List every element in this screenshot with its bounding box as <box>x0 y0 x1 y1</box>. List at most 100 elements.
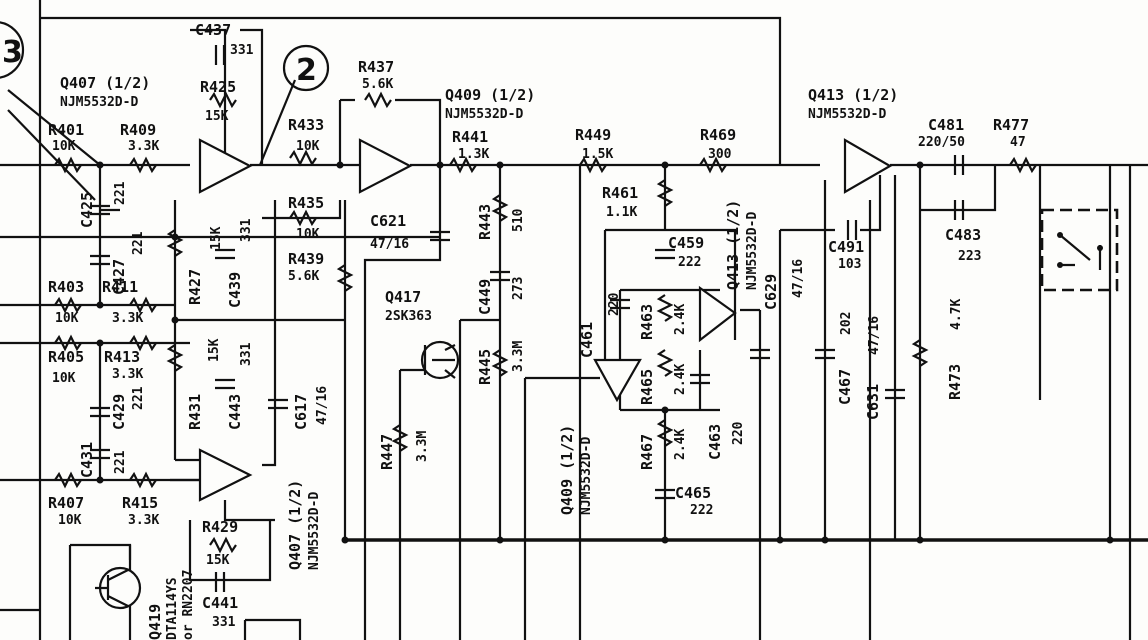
q419-name: Q419 <box>146 604 164 640</box>
c481-value: 220/50 <box>918 135 965 150</box>
c631-value: 47/16 <box>867 316 882 355</box>
q413-mid-part: NJM5532D-D <box>745 212 760 290</box>
transistor-symbols <box>95 340 460 610</box>
junctions <box>96 161 1114 544</box>
c441-ref: C441 <box>202 594 238 612</box>
r429-value: 15K <box>206 553 230 568</box>
r413-ref: R413 <box>104 348 140 366</box>
r411-ref: R411 <box>102 278 138 296</box>
q419-part: DTA114YS <box>165 577 180 640</box>
q409-top-name: Q409 (1/2) <box>445 86 535 104</box>
c437-ref: C437 <box>195 21 231 39</box>
r437-value: 5.6K <box>362 77 393 92</box>
q407-top-part: NJM5532D-D <box>60 95 138 110</box>
c467-value: 202 <box>839 312 854 335</box>
r463-value: 2.4K <box>673 304 688 335</box>
q409-bottom-part: NJM5532D-D <box>579 437 594 515</box>
c437-value: 331 <box>230 43 254 58</box>
marker-2: 2 <box>296 53 317 88</box>
r403-ref: R403 <box>48 278 84 296</box>
c463-ref: C463 <box>706 424 724 460</box>
r411-value: 3.3K <box>112 311 143 326</box>
c441-value: 331 <box>212 615 236 630</box>
r409-ref: R409 <box>120 121 156 139</box>
component-labels-vertical: C425 221 C427 221 C429 221 C431 221 R427… <box>78 181 964 478</box>
r447-ref: R447 <box>378 434 396 470</box>
r415-value: 3.3K <box>128 513 159 528</box>
r443-value: 510 <box>511 208 526 232</box>
r405-ref: R405 <box>48 348 84 366</box>
r431-ref: R431 <box>186 394 204 430</box>
c439-ref: C439 <box>226 272 244 308</box>
c463-value: 220 <box>731 421 746 445</box>
c467-ref: C467 <box>836 369 854 405</box>
r409-value: 3.3K <box>128 139 159 154</box>
r449-value: 1.5K <box>582 147 613 162</box>
c449-value: 273 <box>511 277 526 300</box>
r435-ref: R435 <box>288 194 324 212</box>
q417-part: 2SK363 <box>385 309 432 324</box>
r441-ref: R441 <box>452 128 488 146</box>
r407-ref: R407 <box>48 494 84 512</box>
c459-ref: C459 <box>668 234 704 252</box>
r425-value: 15K <box>205 109 229 124</box>
c459-value: 222 <box>678 255 701 270</box>
r415-ref: R415 <box>122 494 158 512</box>
r445-value: 3.3M <box>511 341 526 372</box>
q419-alt: or RN2207 <box>181 570 196 640</box>
r407-value: 10K <box>58 513 82 528</box>
r465-value: 2.4K <box>673 364 688 395</box>
c431-ref: C431 <box>78 442 96 478</box>
r469-value: 300 <box>708 147 732 162</box>
c439-value: 331 <box>239 218 254 242</box>
c621-ref: C621 <box>370 212 406 230</box>
c621-value: 47/16 <box>370 237 409 252</box>
q409-top-part: NJM5532D-D <box>445 107 523 122</box>
r461-value: 1.1K <box>606 205 637 220</box>
q413-mid-name: Q413 (1/2) <box>724 200 742 290</box>
transistor-labels: Q417 2SK363 Q419 DTA114YS or RN2207 <box>146 288 432 640</box>
marker-3: 3 <box>2 35 23 70</box>
r439-ref: R439 <box>288 250 324 268</box>
c461-ref: C461 <box>578 322 596 358</box>
c629-value: 47/16 <box>791 259 806 298</box>
r473-ref: R473 <box>946 364 964 400</box>
c429-value: 221 <box>131 386 146 410</box>
r465-ref: R465 <box>638 369 656 405</box>
r429-ref: R429 <box>202 518 238 536</box>
opamp-labels: Q407 (1/2) NJM5532D-D Q409 (1/2) NJM5532… <box>60 74 898 570</box>
r435-value: 10K <box>296 227 320 242</box>
r463-ref: R463 <box>638 304 656 340</box>
r401-ref: R401 <box>48 121 84 139</box>
q407-bottom-name: Q407 (1/2) <box>286 480 304 570</box>
r449-ref: R449 <box>575 126 611 144</box>
opamp-symbols <box>198 138 893 502</box>
r413-value: 3.3K <box>112 367 143 382</box>
r425-ref: R425 <box>200 78 236 96</box>
c443-ref: C443 <box>226 394 244 430</box>
c617-ref: C617 <box>292 394 310 430</box>
relay-box <box>1040 208 1119 292</box>
c481-ref: C481 <box>928 116 964 134</box>
r405-value: 10K <box>52 371 76 386</box>
r441-value: 1.3K <box>458 147 489 162</box>
r447-value: 3.3M <box>415 431 430 462</box>
c465-ref: C465 <box>675 484 711 502</box>
r427-ref: R427 <box>186 269 204 305</box>
c491-ref: C491 <box>828 238 864 256</box>
c425-value: 221 <box>113 181 128 205</box>
c427-value: 221 <box>131 231 146 255</box>
q409-bottom-name: Q409 (1/2) <box>558 425 576 515</box>
c631-ref: C631 <box>864 384 882 420</box>
c461-value: 220 <box>607 292 622 316</box>
component-labels: R401 10K R409 3.3K R403 R411 10K 3.3K R4… <box>48 21 1029 630</box>
q407-bottom-part: NJM5532D-D <box>307 492 322 570</box>
r443-ref: R443 <box>476 204 494 240</box>
c629-ref: C629 <box>762 274 780 310</box>
capacitor-symbols <box>90 45 965 592</box>
c449-ref: C449 <box>476 279 494 315</box>
r473-value: 4.7K <box>949 299 964 330</box>
resistor-symbols <box>54 91 1037 554</box>
r431-value: 15K <box>207 338 222 362</box>
